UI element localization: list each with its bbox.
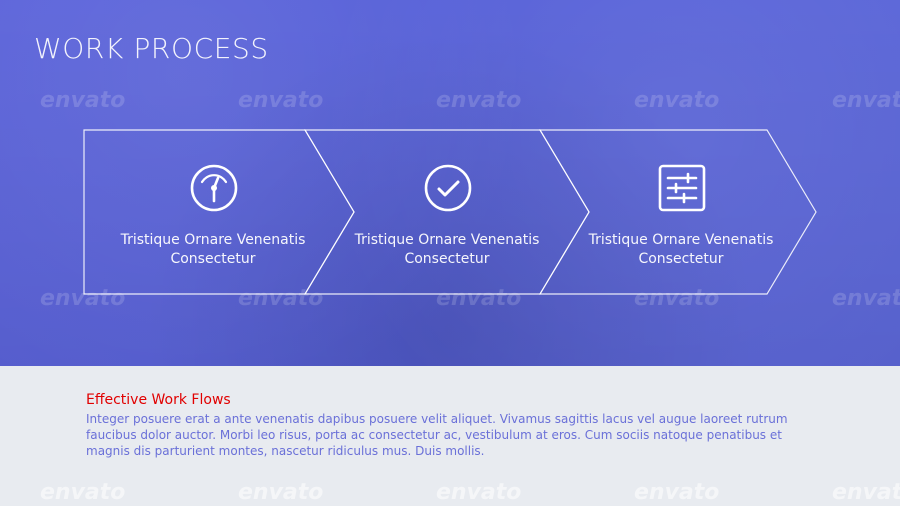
sliders-icon <box>656 162 708 214</box>
envato-watermark: envato <box>436 286 522 311</box>
envato-watermark: envato <box>238 286 324 311</box>
gauge-icon <box>188 162 240 214</box>
section-paragraph: Integer posuere erat a ante venenatis da… <box>86 412 788 458</box>
envato-watermark: envato <box>40 88 126 113</box>
check-circle-icon <box>422 162 474 214</box>
envato-watermark: envato <box>40 286 126 311</box>
envato-watermark: envato <box>436 88 522 113</box>
step-3-label: Tristique Ornare Venenatis Consectetur <box>588 232 774 267</box>
slide-title: WORK PROCESS <box>34 32 269 65</box>
content-section <box>0 366 900 506</box>
hero-section: WORK PROCESS <box>0 0 900 366</box>
envato-watermark: envato <box>832 88 900 113</box>
envato-watermark: envato <box>832 286 900 311</box>
step-1-label: Tristique Ornare Venenatis Consectetur <box>120 232 306 267</box>
section-heading: Effective Work Flows <box>86 392 231 408</box>
envato-watermark: envato <box>238 88 324 113</box>
envato-watermark: envato <box>634 286 720 311</box>
step-2-label: Tristique Ornare Venenatis Consectetur <box>354 232 540 267</box>
envato-watermark: envato <box>634 88 720 113</box>
